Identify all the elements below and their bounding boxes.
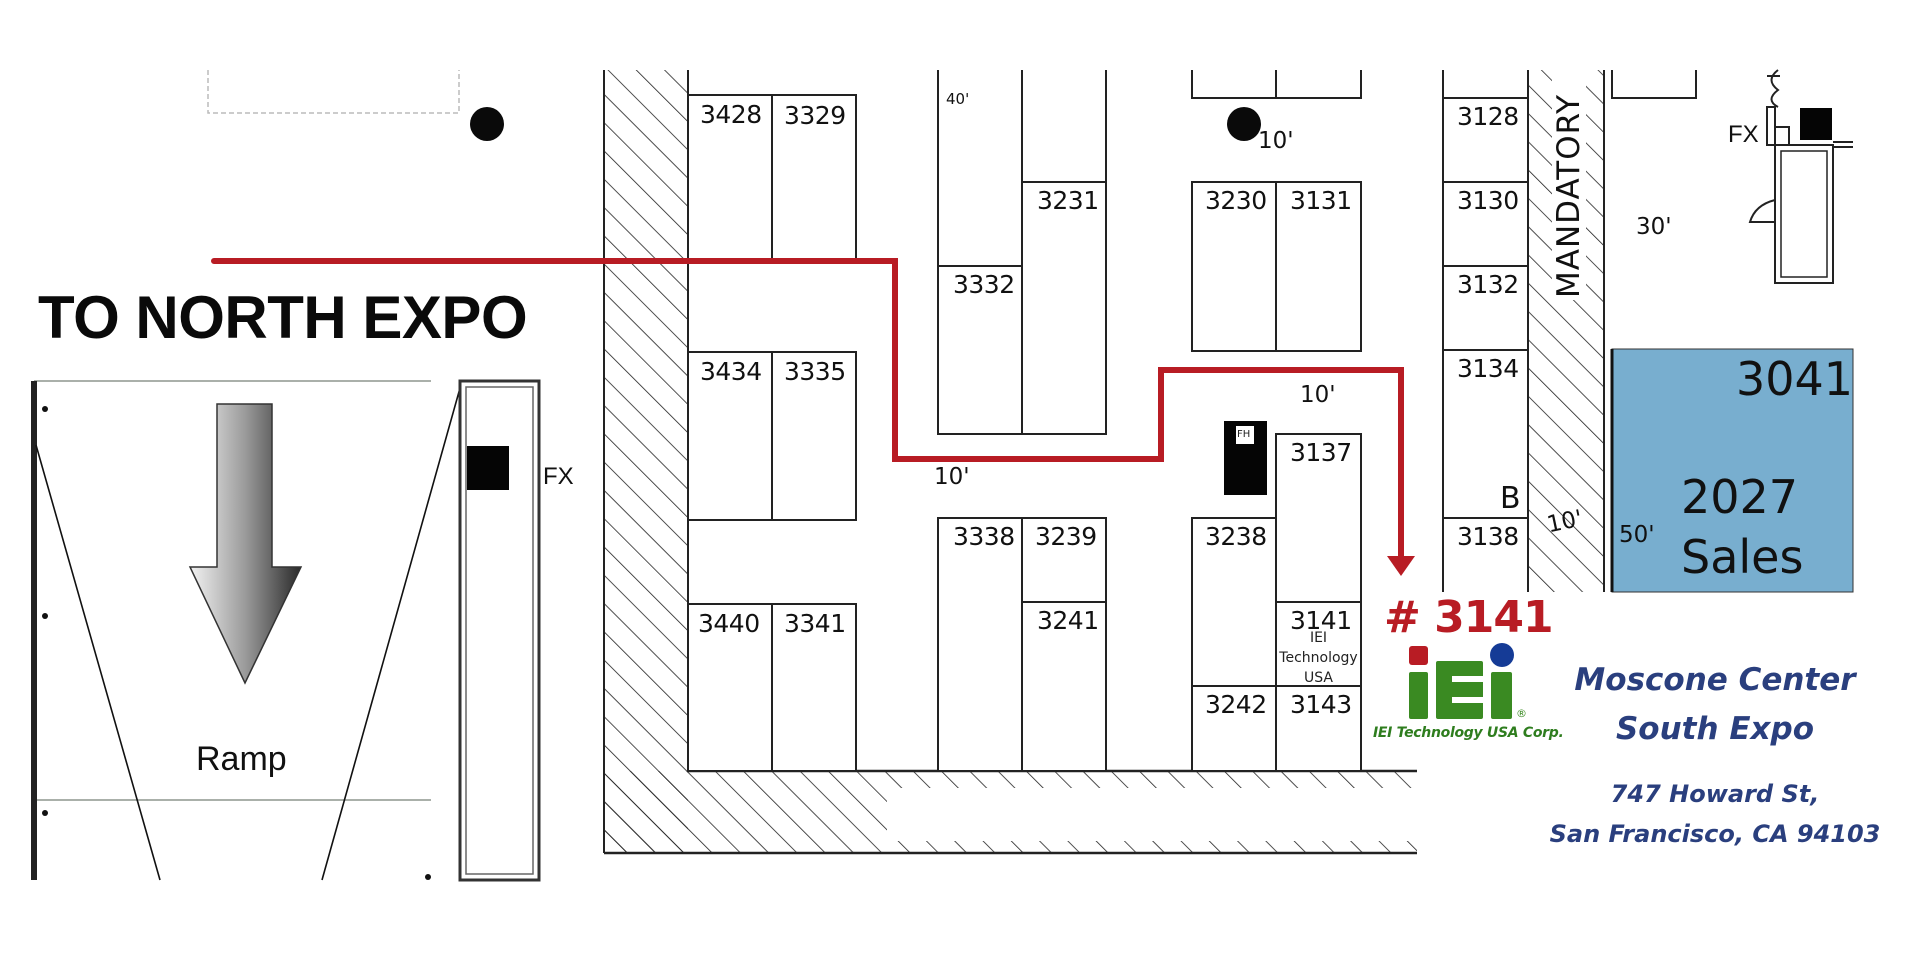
venue-address: 747 Howard St, San Francisco, CA 94103 xyxy=(1520,774,1910,854)
booth-3134-sub: B xyxy=(1500,481,1521,516)
venue-line-1: Moscone Center xyxy=(1574,662,1856,698)
booth-3134[interactable]: 3134 xyxy=(1457,354,1519,383)
exhibitor-line: IEI xyxy=(1309,630,1328,646)
address-line-1: 747 Howard St, xyxy=(1610,780,1820,808)
ramp-label: Ramp xyxy=(196,740,287,778)
booth-outlines xyxy=(687,70,1697,772)
fire-hose-cabinet xyxy=(1224,421,1267,495)
fire-extinguisher-cabinet xyxy=(458,379,541,882)
address-line-2: San Francisco, CA 94103 xyxy=(1549,820,1881,848)
booth-3332[interactable]: 3332 xyxy=(953,270,1015,299)
booth-3138[interactable]: 3138 xyxy=(1457,522,1519,551)
booth-3131[interactable]: 3131 xyxy=(1290,186,1352,215)
column-icon xyxy=(1227,107,1261,141)
booth-3041[interactable]: 3041 xyxy=(1736,352,1854,406)
booth-2027[interactable]: 2027 xyxy=(1681,470,1799,524)
north-expo-label: TO NORTH EXPO xyxy=(38,284,528,351)
booth-3335[interactable]: 3335 xyxy=(784,357,846,386)
booth-3239[interactable]: 3239 xyxy=(1035,522,1097,551)
route-arrowhead-icon xyxy=(1387,556,1415,576)
venue-line-2: South Expo xyxy=(1615,711,1815,747)
dimension-label: 50' xyxy=(1619,522,1655,548)
bottom-wall xyxy=(604,769,1417,855)
dimension-label: 10' xyxy=(1300,382,1336,408)
booth-3141[interactable]: 3141 xyxy=(1290,606,1352,635)
fx-label-right: FX xyxy=(1728,121,1759,148)
booth-3241[interactable]: 3241 xyxy=(1037,606,1099,635)
left-wall xyxy=(603,70,689,853)
booth-3434[interactable]: 3434 xyxy=(700,357,762,386)
booth-2027-sales: Sales xyxy=(1681,530,1804,584)
booth-3143[interactable]: 3143 xyxy=(1290,690,1352,719)
highlight-booth-3041[interactable] xyxy=(1611,348,1854,593)
column-icon xyxy=(470,107,504,141)
booth-3238[interactable]: 3238 xyxy=(1205,522,1267,551)
mandatory-aisle xyxy=(1527,70,1605,592)
booth-3329[interactable]: 3329 xyxy=(784,101,846,130)
booth-3137[interactable]: 3137 xyxy=(1290,438,1352,467)
dimension-label: 30' xyxy=(1636,214,1672,240)
booth-3242[interactable]: 3242 xyxy=(1205,690,1267,719)
booth-3128[interactable]: 3128 xyxy=(1457,102,1519,131)
fx-label-left: FX xyxy=(543,463,574,490)
ramp-down-arrow-icon xyxy=(188,403,303,685)
dashed-outline-area xyxy=(207,70,460,114)
service-structure xyxy=(1748,69,1853,284)
dimension-label: 10' xyxy=(1258,128,1294,154)
venue-name: Moscone Center South Expo xyxy=(1540,655,1890,753)
iei-logo-icon xyxy=(1409,643,1514,719)
booth-3440[interactable]: 3440 xyxy=(698,609,760,638)
booth-3132[interactable]: 3132 xyxy=(1457,270,1519,299)
fh-label: FH xyxy=(1237,429,1251,440)
exhibitor-line: Technology xyxy=(1279,650,1358,666)
route-path xyxy=(211,258,1415,576)
dimension-label: 40' xyxy=(946,90,970,108)
booth-3141-exhibitor: IEI Technology USA xyxy=(1276,628,1361,688)
exhibitor-line: USA xyxy=(1304,670,1333,686)
ramp-area xyxy=(31,380,463,881)
booth-3230[interactable]: 3230 xyxy=(1205,186,1267,215)
booth-3341[interactable]: 3341 xyxy=(784,609,846,638)
booth-3130[interactable]: 3130 xyxy=(1457,186,1519,215)
mandatory-label: MANDATORY xyxy=(1551,93,1587,298)
booth-3338[interactable]: 3338 xyxy=(953,522,1015,551)
target-booth-number: # 3141 xyxy=(1384,592,1554,643)
dimension-label: 10' xyxy=(934,464,970,490)
company-name: IEI Technology USA Corp. xyxy=(1373,725,1564,741)
booth-3428[interactable]: 3428 xyxy=(700,100,762,129)
registered-mark-icon: ® xyxy=(1516,707,1527,720)
booth-3231[interactable]: 3231 xyxy=(1037,186,1099,215)
